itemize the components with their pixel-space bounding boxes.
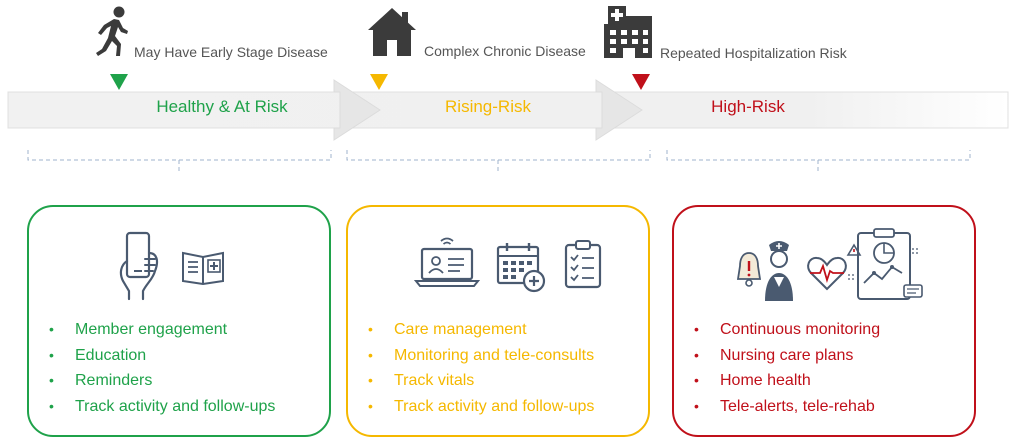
action-list: •Care management •Monitoring and tele-co… bbox=[368, 317, 594, 419]
brace-healthy bbox=[27, 150, 332, 174]
stage-marker-healthy bbox=[110, 74, 128, 90]
monitoring-chart-icon bbox=[846, 227, 926, 312]
nurse-icon bbox=[762, 237, 796, 308]
brace-high bbox=[666, 150, 971, 174]
brace-rising bbox=[346, 150, 651, 174]
list-item: •Nursing care plans bbox=[694, 346, 854, 364]
card-rising: •Care management •Monitoring and tele-co… bbox=[346, 205, 650, 437]
list-item: •Tele-alerts, tele-rehab bbox=[694, 397, 875, 415]
stage-header-text: Repeated Hospitalization Risk bbox=[660, 45, 847, 61]
list-item: •Education bbox=[49, 346, 147, 364]
running-person-icon bbox=[92, 5, 128, 62]
list-item: •Care management bbox=[368, 321, 527, 338]
list-item: •Reminders bbox=[49, 372, 153, 389]
medical-booklet-icon bbox=[181, 249, 225, 290]
action-list: •Member engagement •Education •Reminders… bbox=[49, 317, 275, 419]
stage-header-text: Complex Chronic Disease bbox=[424, 43, 586, 59]
stage-header-rising: Complex Chronic Disease bbox=[366, 6, 586, 61]
band-label-high: High-Risk bbox=[711, 97, 785, 116]
list-item: •Member engagement bbox=[49, 321, 228, 338]
hospital-building-icon bbox=[602, 6, 654, 63]
list-item: •Monitoring and tele-consults bbox=[368, 346, 595, 364]
list-item: •Continuous monitoring bbox=[694, 321, 881, 338]
clipboard-checklist-icon bbox=[562, 239, 604, 294]
list-item: •Track activity and follow-ups bbox=[368, 397, 595, 415]
card-healthy: •Member engagement •Education •Reminders… bbox=[27, 205, 331, 437]
list-item: •Home health bbox=[694, 372, 811, 389]
heart-pulse-icon bbox=[806, 255, 848, 296]
stage-header-text: May Have Early Stage Disease bbox=[134, 44, 328, 60]
house-icon bbox=[366, 6, 418, 61]
list-item: •Track activity and follow-ups bbox=[49, 397, 276, 415]
card-high: •Continuous monitoring •Nursing care pla… bbox=[672, 205, 976, 437]
action-list: •Continuous monitoring •Nursing care pla… bbox=[694, 317, 880, 419]
laptop-profile-icon bbox=[413, 237, 481, 292]
stage-marker-high bbox=[632, 74, 650, 90]
stage-header-healthy: May Have Early Stage Disease bbox=[92, 5, 328, 62]
band-label-healthy: Healthy & At Risk bbox=[156, 97, 288, 116]
calendar-plus-icon bbox=[494, 241, 548, 300]
list-item: •Track vitals bbox=[368, 372, 475, 389]
smartphone-hand-icon bbox=[117, 231, 163, 306]
stage-header-high: Repeated Hospitalization Risk bbox=[602, 6, 847, 63]
risk-timeline-band bbox=[0, 70, 1024, 150]
alert-bell-icon bbox=[736, 249, 762, 294]
stage-marker-rising bbox=[370, 74, 388, 90]
band-label-rising: Rising-Risk bbox=[445, 97, 531, 116]
